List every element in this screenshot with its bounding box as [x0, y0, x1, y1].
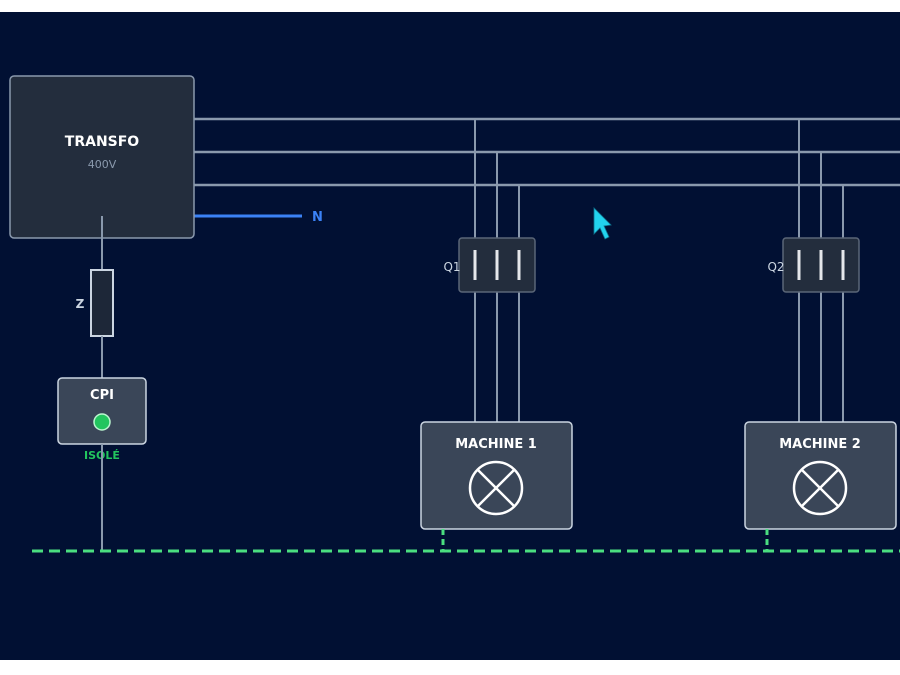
- status-led-icon: [93, 413, 111, 431]
- breaker-label: Q2: [767, 260, 784, 274]
- breaker-q1[interactable]: [458, 237, 536, 293]
- machine-1[interactable]: MACHINE 1: [420, 421, 573, 530]
- it-earthing-diagram: N TRANSFO 400V Z CPI ISOLÉ Q1 MACHINE 1: [9, 75, 900, 553]
- neutral-label: N: [312, 210, 323, 225]
- machine-title: MACHINE 2: [779, 437, 861, 452]
- earth-conductor: [32, 529, 900, 553]
- breaker-q2[interactable]: [782, 237, 860, 293]
- machine-title: MACHINE 1: [455, 437, 537, 452]
- lamp-icon: [792, 460, 848, 516]
- phase-bus: [194, 117, 900, 187]
- branch-1: Q1 MACHINE 1: [420, 119, 573, 530]
- machine-box[interactable]: [744, 421, 897, 530]
- machine-box[interactable]: [420, 421, 573, 530]
- transformer-title: TRANSFO: [65, 134, 140, 150]
- cpi-device[interactable]: CPI: [57, 377, 147, 445]
- breaker-label: Q1: [443, 260, 460, 274]
- transformer-voltage: 400V: [88, 158, 117, 171]
- branch-2: Q2 MACHINE 2: [744, 119, 897, 530]
- lamp-icon: [468, 460, 524, 516]
- impedance-z[interactable]: [90, 269, 114, 337]
- mouse-pointer-icon: [593, 207, 612, 240]
- diagram-canvas: N TRANSFO 400V Z CPI ISOLÉ Q1 MACHINE 1: [0, 12, 900, 660]
- impedance-label: Z: [76, 297, 85, 311]
- transformer[interactable]: TRANSFO 400V: [9, 75, 195, 239]
- machine-2[interactable]: MACHINE 2: [744, 421, 897, 530]
- cpi-title: CPI: [90, 388, 114, 403]
- transformer-box[interactable]: [9, 75, 195, 239]
